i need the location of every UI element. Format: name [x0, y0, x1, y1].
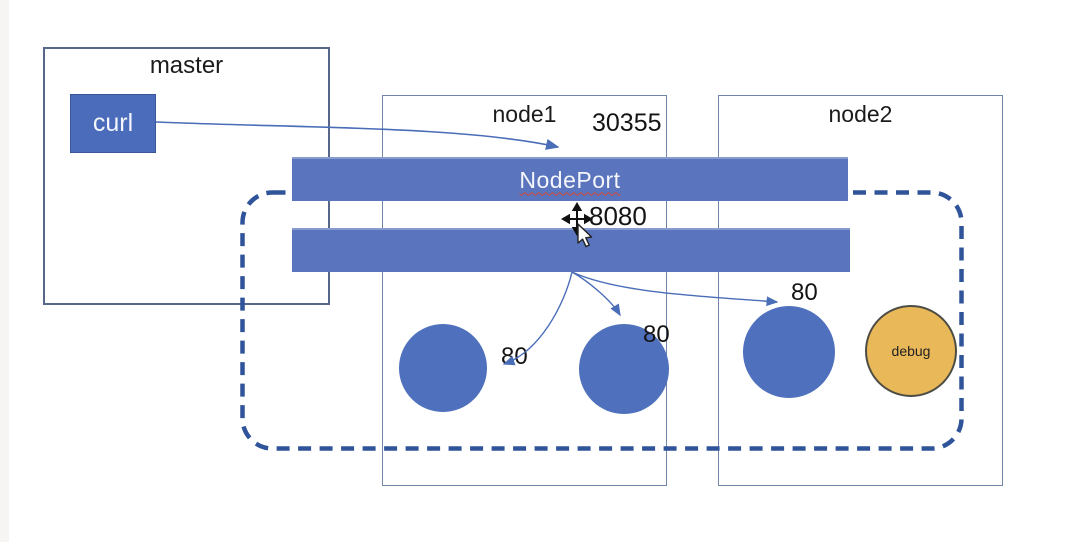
curl-shape[interactable]: curl — [70, 94, 156, 153]
targetport-8080-label: 8080 — [589, 201, 647, 231]
pod3-port-label: 80 — [791, 279, 818, 306]
service-bar[interactable] — [292, 228, 850, 272]
node1-label: node1 — [492, 101, 557, 127]
connector-curl-to-nodeport — [155, 121, 560, 150]
left-margin-strip — [0, 0, 9, 542]
connector-service-to-pod1 — [502, 271, 573, 366]
debug-pod-circle[interactable]: debug — [865, 305, 957, 397]
pod2-port-label: 80 — [643, 321, 670, 348]
nodeport-bar-label: NodePort — [519, 166, 621, 193]
pod2-circle[interactable] — [579, 324, 669, 414]
pod1-circle[interactable] — [399, 324, 487, 412]
connector-service-to-pod2 — [571, 271, 621, 317]
node1-box[interactable] — [382, 95, 667, 486]
pointer-cursor-icon — [577, 223, 593, 248]
debug-pod-label: debug — [891, 343, 931, 359]
nodeport-bar[interactable]: NodePort — [292, 157, 848, 201]
node2-box[interactable] — [718, 95, 1003, 486]
node2-label: node2 — [828, 101, 893, 127]
master-node-label: master — [149, 52, 224, 79]
curl-label: curl — [92, 109, 134, 137]
nodeport-number-label: 30355 — [592, 109, 662, 137]
connector-service-to-pod3 — [571, 271, 779, 307]
pod3-circle[interactable] — [743, 306, 835, 398]
move-cursor-icon — [561, 202, 593, 236]
